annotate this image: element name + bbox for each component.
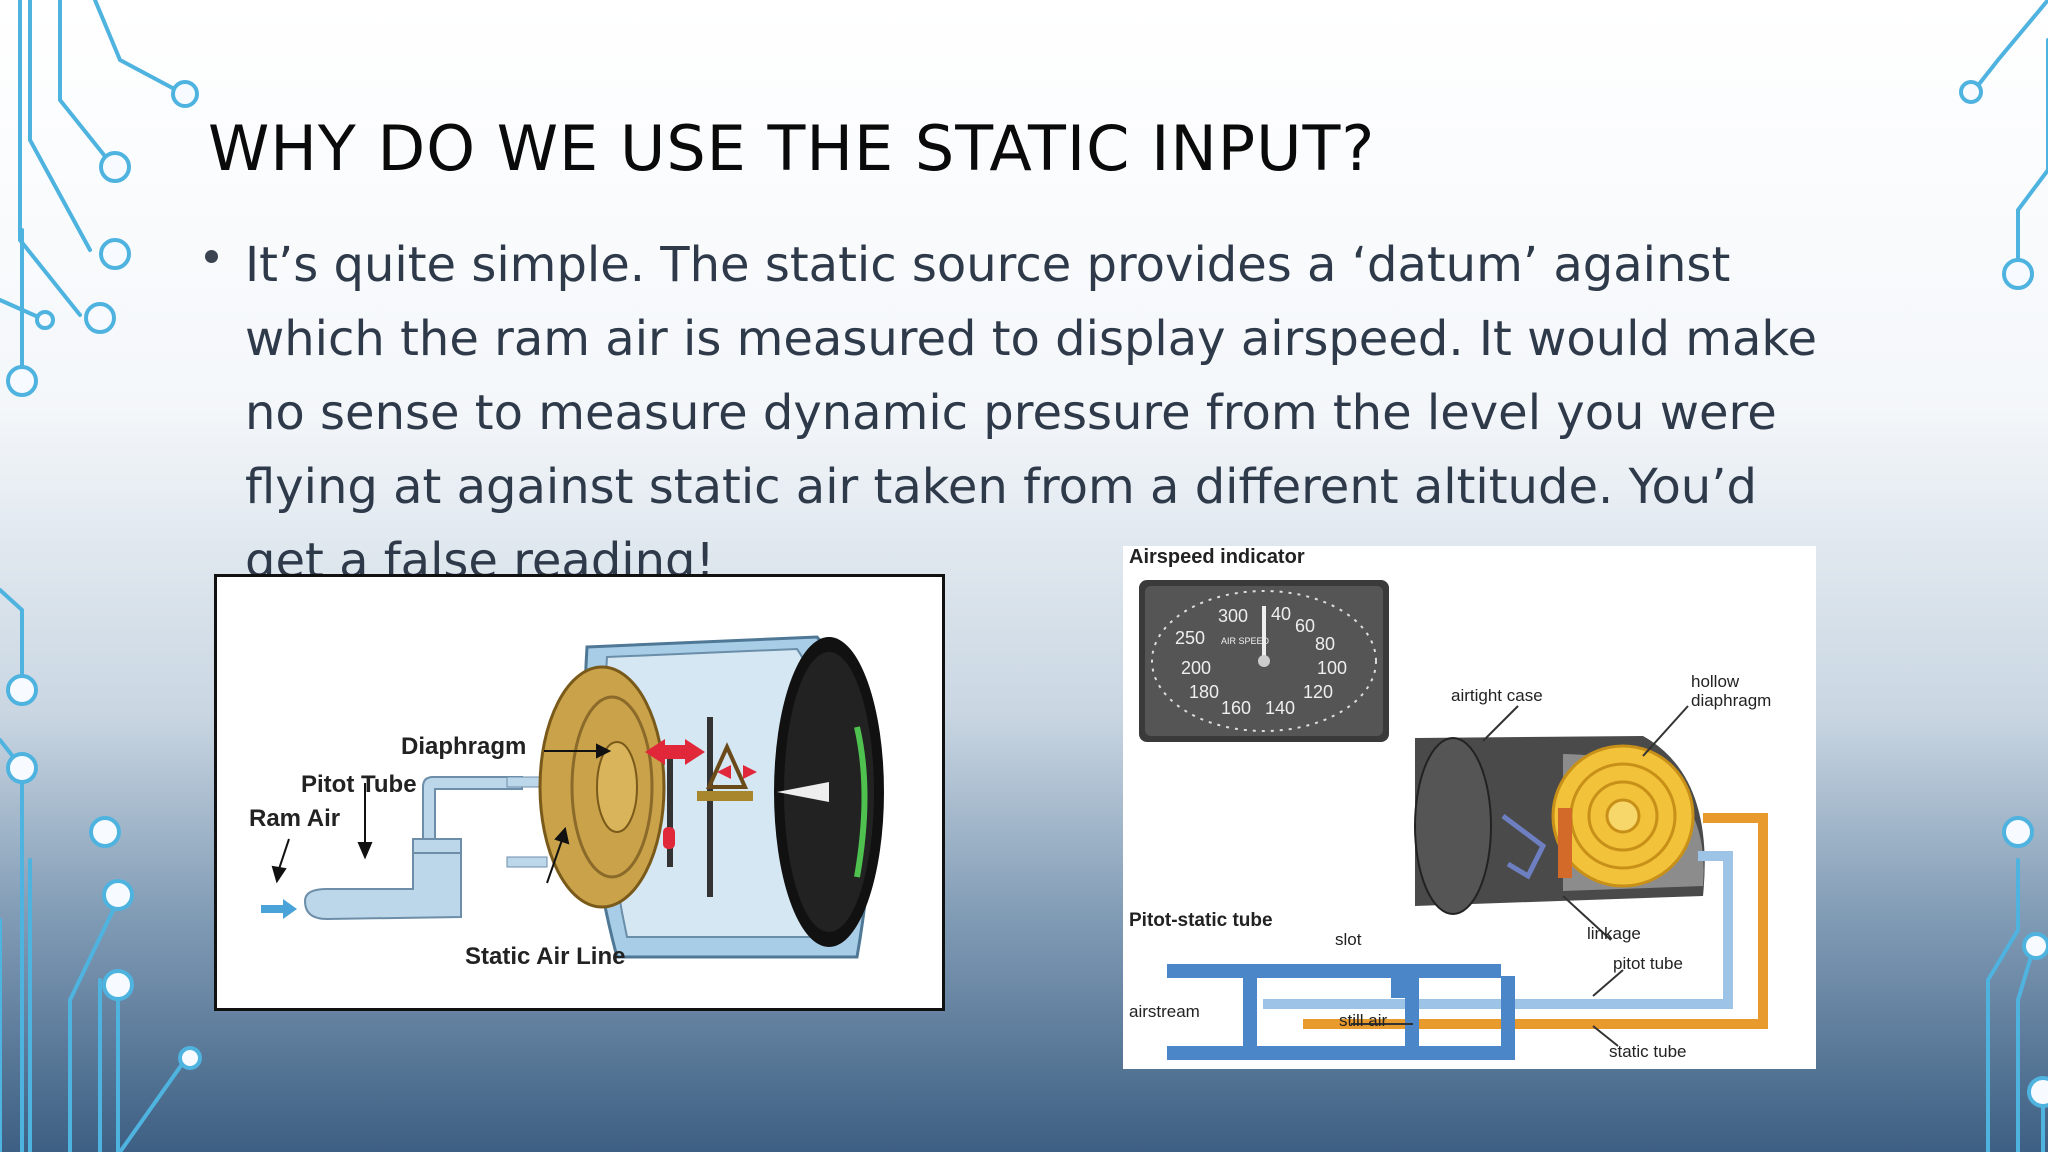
pitot-static-tube-icon bbox=[1167, 964, 1515, 1060]
airspeed-dial-icon bbox=[1139, 580, 1389, 742]
label-diaphragm: Diaphragm bbox=[401, 733, 527, 760]
label-slot: slot bbox=[1335, 930, 1362, 949]
label-pitot-static-tube: Pitot-static tube bbox=[1129, 910, 1273, 931]
label-ram-air: Ram Air bbox=[249, 805, 341, 832]
label-airstream: airstream bbox=[1129, 1002, 1200, 1021]
bullet-dot-icon bbox=[205, 250, 218, 263]
dial-caption: AIR SPEED bbox=[1221, 636, 1270, 646]
label-airtight-case: airtight case bbox=[1451, 686, 1543, 705]
bullet-item: It’s quite simple. The static source pro… bbox=[205, 228, 1845, 598]
airspeed-indicator-schematic-figure: Airspeed indicator airtight case hollow … bbox=[1123, 546, 1816, 1069]
dial-tick-100: 100 bbox=[1317, 658, 1348, 678]
slide-title: WHY DO WE USE THE STATIC INPUT? bbox=[208, 112, 1376, 185]
bullet-list: It’s quite simple. The static source pro… bbox=[205, 228, 1845, 598]
circuit-lines-left-icon bbox=[0, 0, 202, 1152]
label-linkage: linkage bbox=[1587, 924, 1641, 943]
dial-tick-300: 300 bbox=[1218, 606, 1249, 626]
label-static-tube: static tube bbox=[1609, 1042, 1687, 1061]
dial-tick-180: 180 bbox=[1189, 682, 1220, 702]
bullet-text: It’s quite simple. The static source pro… bbox=[245, 237, 1817, 589]
circuit-lines-right-icon bbox=[1959, 0, 2048, 1152]
diaphragm-icon bbox=[538, 665, 666, 909]
label-airspeed-indicator: Airspeed indicator bbox=[1129, 546, 1305, 568]
airspeed-cutaway-illustration-icon bbox=[261, 635, 884, 959]
dial-tick-160: 160 bbox=[1221, 698, 1252, 718]
label-pitot-tube: pitot tube bbox=[1613, 954, 1683, 973]
circuit-decoration-right bbox=[1928, 0, 2048, 1152]
instrument-case-icon bbox=[1414, 736, 1705, 915]
circuit-decoration-left bbox=[0, 0, 230, 1152]
dial-tick-120: 120 bbox=[1303, 682, 1334, 702]
dial-tick-80: 80 bbox=[1315, 634, 1336, 654]
dial-tick-140: 140 bbox=[1265, 698, 1296, 718]
label-hollow-diaphragm: hollow diaphragm bbox=[1691, 672, 1772, 710]
dial-tick-200: 200 bbox=[1181, 658, 1212, 678]
dial-tick-250: 250 bbox=[1175, 628, 1206, 648]
dial-tick-60: 60 bbox=[1295, 616, 1316, 636]
airspeed-schematic-illustration-icon bbox=[1139, 580, 1768, 1060]
pitot-static-cutaway-figure: Diaphragm Pitot Tube Ram Air Static Air … bbox=[214, 574, 945, 1011]
label-pitot-tube: Pitot Tube bbox=[301, 771, 417, 798]
label-static-air-line: Static Air Line bbox=[465, 943, 626, 970]
ram-air-arrow-icon bbox=[261, 899, 297, 919]
label-still-air: still air bbox=[1339, 1011, 1388, 1030]
dial-tick-40: 40 bbox=[1271, 604, 1292, 624]
